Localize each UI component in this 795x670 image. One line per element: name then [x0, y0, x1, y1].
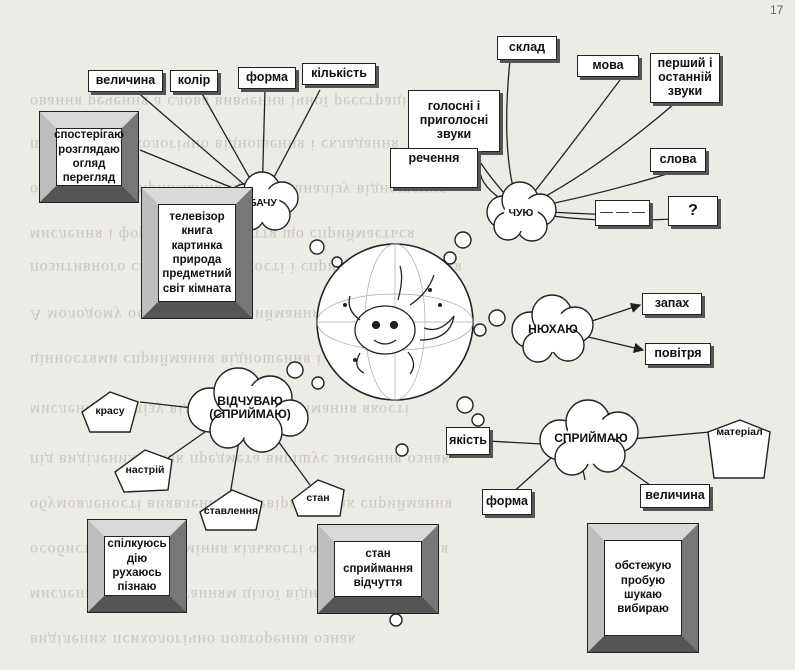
label-stavlennia: ставлення	[203, 505, 259, 517]
bubble	[471, 413, 485, 427]
bubble	[286, 361, 304, 379]
cloud-chuiu	[486, 181, 557, 242]
box-kolir: колір	[170, 70, 218, 92]
label-chuiu: ЧУЮ	[508, 207, 534, 219]
label-vidchuvaiu: ВІДЧУВАЮ (СПРИЙМАЮ)	[209, 394, 291, 422]
bubble	[389, 613, 403, 627]
connector-line	[134, 89, 263, 201]
globe-character-illustration	[316, 243, 474, 401]
label-nastrii: настрій	[125, 464, 165, 476]
frame-sposterihaiu: спостерігаю розглядаю огляд перегляд	[39, 111, 139, 203]
label-krasu: красу	[95, 405, 125, 417]
bubble	[331, 256, 343, 268]
bubble	[443, 251, 457, 265]
box-slova: слова	[650, 148, 706, 172]
box-dots-blank: — — —	[595, 200, 650, 226]
bubble	[311, 376, 325, 390]
bubble	[309, 239, 325, 255]
box-velychyna2: величина	[640, 484, 710, 508]
text-spilkuius: спілкуюсь дію рухаюсь пізнаю	[104, 536, 170, 596]
box-yakist: якість	[446, 427, 490, 455]
box-forma2: форма	[482, 489, 532, 515]
box-mova: мова	[577, 55, 639, 77]
bubble	[395, 443, 409, 457]
box-zapakh: запах	[642, 293, 702, 315]
box-question-blank: ?	[668, 196, 718, 226]
page-number: 17	[770, 3, 784, 17]
label-material: матеріал	[716, 426, 763, 438]
box-holosni: голосні і приголосні звуки	[408, 90, 500, 152]
bubble	[488, 309, 506, 327]
frame-obstezhuiu: обстежую пробую шукаю вибираю	[587, 523, 699, 653]
connector-line	[579, 334, 645, 353]
text-sposterihaiu: спостерігаю розглядаю огляд перегляд	[54, 128, 124, 186]
pentagon-stan	[291, 479, 345, 517]
text-obstezhuiu: обстежую пробую шукаю вибираю	[604, 540, 682, 636]
box-pershyi: перший і останній звуки	[650, 53, 720, 103]
label-stan: стан	[306, 492, 330, 504]
box-rechennia: речення	[390, 148, 478, 188]
pentagon-krasu	[81, 391, 139, 433]
label-bachu: БАЧУ	[249, 197, 277, 209]
frame-spilkuius: спілкуюсь дію рухаюсь пізнаю	[87, 519, 187, 613]
frame-televizor: телевізор книга картинка природа предмет…	[141, 187, 253, 319]
box-sklad: склад	[497, 36, 557, 60]
frame-stan-spryimannia: стан сприймання відчуття	[317, 524, 439, 614]
bubble	[473, 323, 487, 337]
cloud-niukhaiu	[511, 294, 594, 363]
bubble	[454, 231, 472, 249]
label-niukhaiu: НЮХАЮ	[528, 322, 578, 336]
box-velychyna: величина	[88, 70, 163, 92]
cloud-vidchuvaiu	[187, 367, 309, 453]
label-spryimaiu: СПРИЙМАЮ	[554, 431, 628, 445]
pentagon-material	[707, 419, 771, 479]
box-kilkist: кількість	[302, 63, 376, 85]
cloud-spryimaiu	[539, 399, 639, 476]
box-povitria: повітря	[645, 343, 711, 365]
text-stan-spryimannia: стан сприймання відчуття	[334, 541, 422, 597]
pentagon-nastrii	[114, 449, 173, 493]
pentagon-stavlennia	[199, 489, 263, 531]
text-televizor: телевізор книга картинка природа предмет…	[158, 204, 236, 302]
bubble	[456, 396, 474, 414]
box-forma: форма	[238, 67, 296, 89]
